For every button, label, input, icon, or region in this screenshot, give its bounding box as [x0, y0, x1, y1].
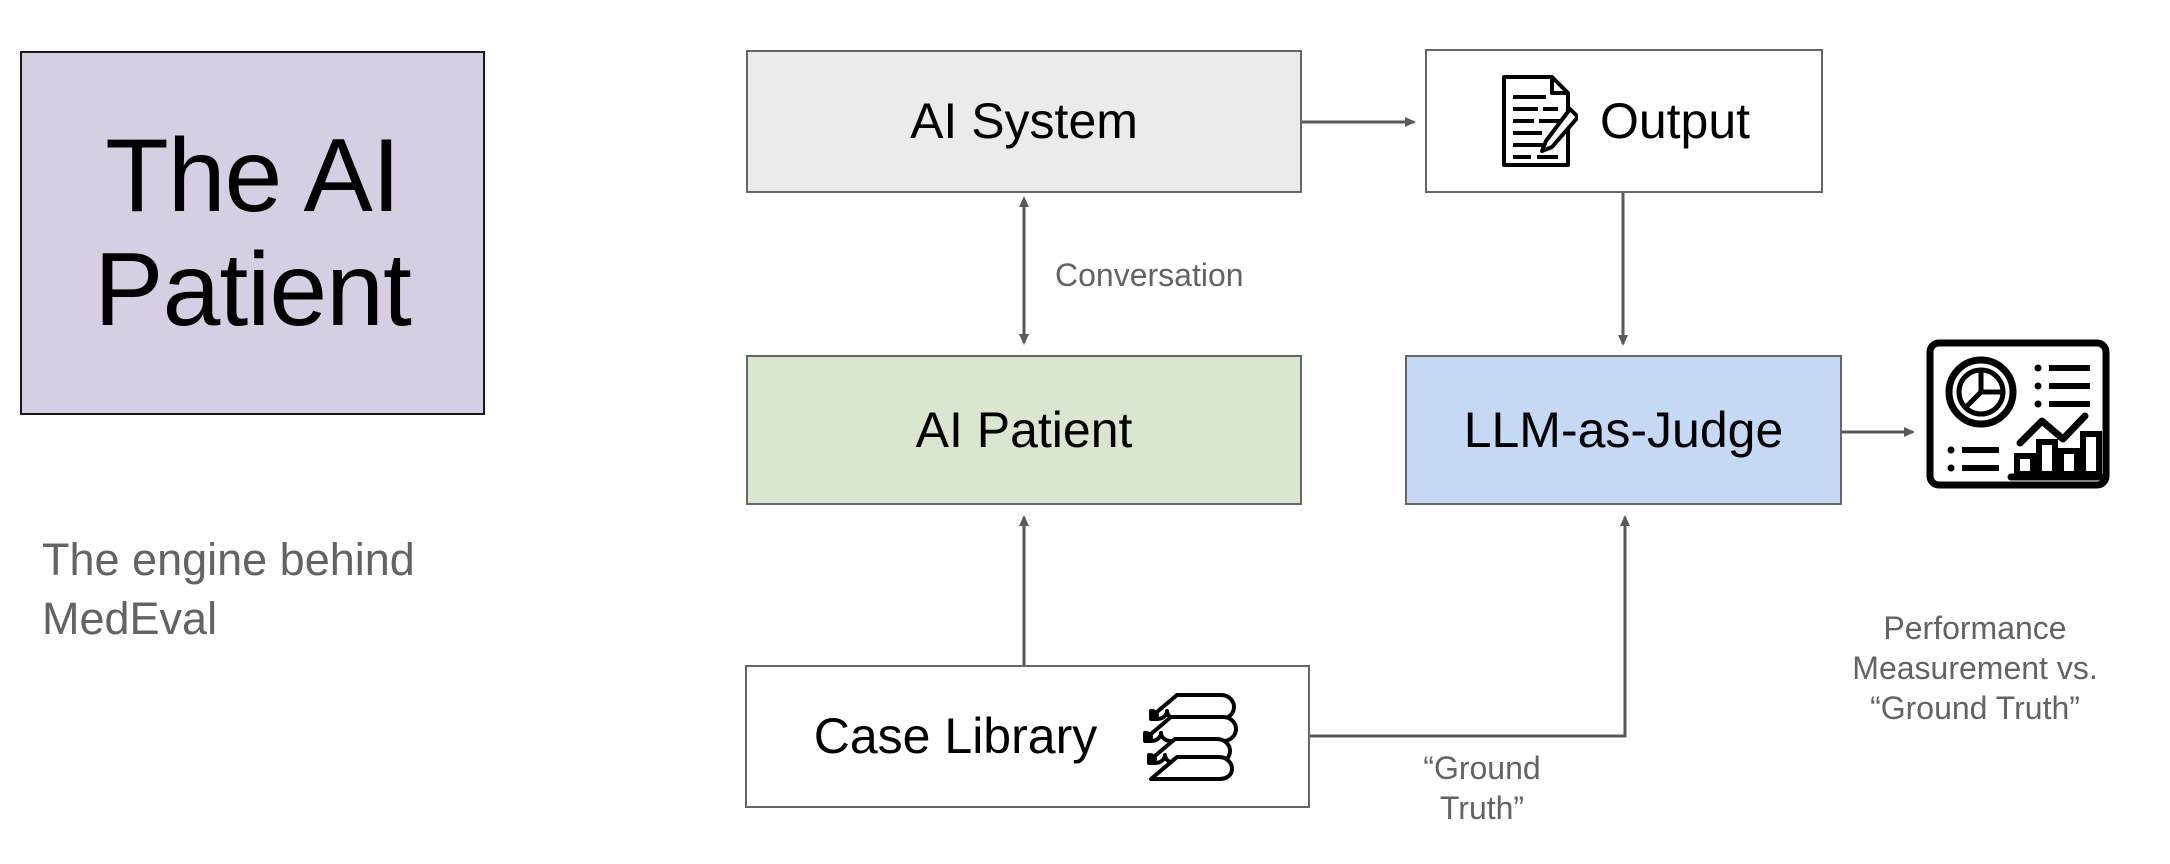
node-llm-as-judge-label: LLM-as-Judge — [1463, 401, 1784, 458]
edge-label-ground-truth-line-2: Truth” — [1439, 790, 1525, 826]
slide-subtitle-line-2: MedEval — [42, 593, 218, 645]
dashboard-chart-icon — [1925, 338, 2111, 490]
node-ai-patient-label: AI Patient — [915, 401, 1133, 458]
node-llm-as-judge[interactable]: LLM-as-Judge — [1405, 355, 1842, 505]
node-case-library-label: Case Library — [813, 708, 1098, 764]
node-output[interactable]: Output — [1425, 49, 1823, 193]
books-stack-icon — [1137, 691, 1241, 783]
edge-label-conversation: Conversation — [1055, 257, 1244, 293]
edge-case-library-to-llm-judge — [1310, 515, 1630, 738]
node-case-library[interactable]: Case Library — [745, 665, 1310, 808]
node-ai-system-label: AI System — [910, 93, 1138, 149]
node-ai-patient[interactable]: AI Patient — [746, 355, 1302, 505]
annotation-performance-line-2: Measurement vs. — [1852, 650, 2098, 686]
document-pencil-icon — [1498, 73, 1578, 169]
node-output-label: Output — [1599, 92, 1751, 149]
slide-title-line-2: Patient — [94, 232, 412, 348]
slide-subtitle-line-1: The engine behind — [42, 534, 415, 585]
slide-title-line-1: The AI — [105, 117, 401, 234]
annotation-performance-line-3: “Ground Truth” — [1870, 690, 2080, 726]
edge-label-ground-truth-line-1: “Ground — [1423, 750, 1541, 786]
edge-label-ground-truth: “Ground Truth” — [1377, 748, 1587, 828]
node-results-dashboard[interactable] — [1925, 338, 2111, 490]
annotation-performance-measurement: Performance Measurement vs. “Ground Trut… — [1797, 608, 2153, 728]
slide-subtitle: The engine behind MedEval — [42, 530, 472, 649]
annotation-performance-line-1: Performance — [1883, 610, 2067, 646]
node-ai-system[interactable]: AI System — [746, 50, 1302, 193]
slide-title-box: The AI Patient — [20, 51, 485, 415]
